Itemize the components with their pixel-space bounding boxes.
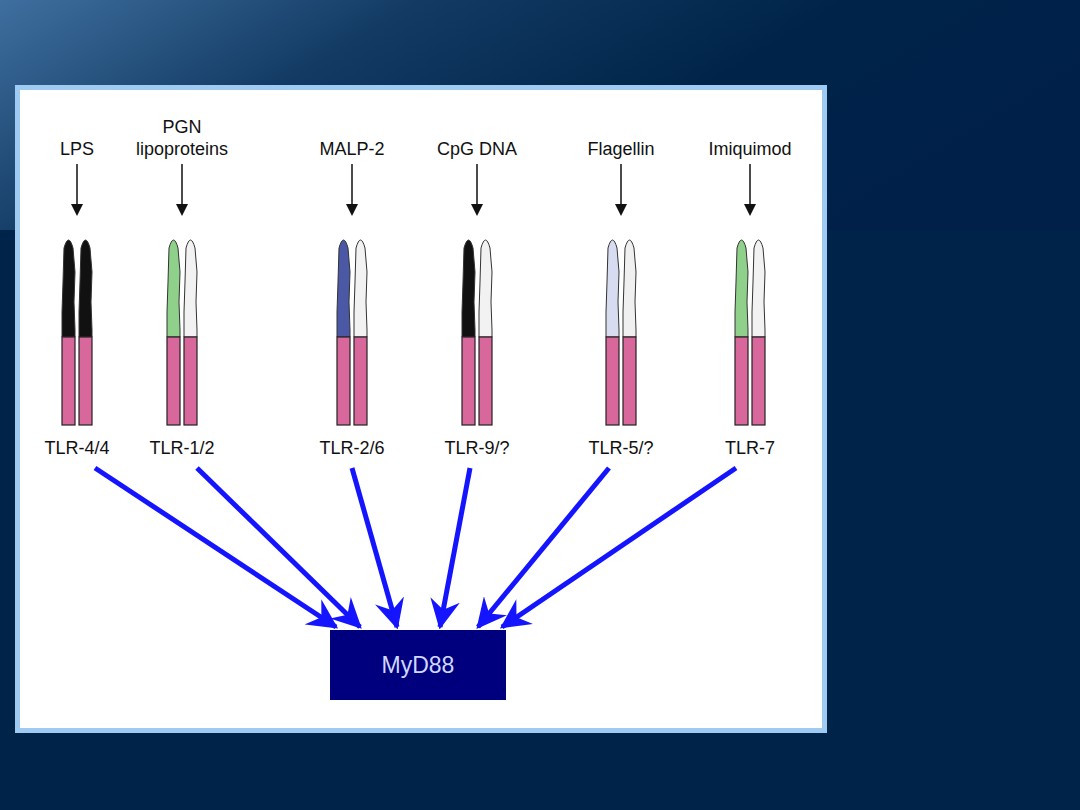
receptor-illustration: [122, 162, 242, 432]
receptor-pair: ImiquimodTLR-7: [690, 100, 810, 462]
ligand-label-box: CpG DNA: [417, 100, 537, 160]
transmembrane-stem: [79, 337, 92, 425]
transmembrane-stem: [752, 337, 765, 425]
receptor-illustration: [561, 162, 681, 432]
receptor-label: TLR-5/?: [588, 438, 653, 458]
receptor-pair: FlagellinTLR-5/?: [561, 100, 681, 462]
ectodomain: [462, 240, 475, 337]
ligand-arrowhead: [615, 204, 627, 216]
receptor-pair: MALP-2TLR-2/6: [292, 100, 412, 462]
ectodomain: [62, 240, 75, 337]
receptor-label-box: TLR-9/?: [407, 437, 547, 459]
ligand-arrow: [749, 164, 751, 206]
figure-panel: [18, 88, 825, 731]
ligand-label: Imiquimod: [708, 138, 791, 160]
ectodomain: [479, 240, 492, 337]
adaptor-box: MyD88: [330, 630, 506, 700]
ectodomain: [337, 240, 350, 337]
ligand-label: Flagellin: [587, 138, 654, 160]
transmembrane-stem: [479, 337, 492, 425]
ligand-arrowhead: [471, 204, 483, 216]
ligand-arrow: [181, 164, 183, 206]
ligand-label-box: LPS: [17, 100, 137, 160]
signal-arrow: [95, 468, 336, 627]
receptor-label: TLR-7: [725, 438, 775, 458]
ectodomain: [752, 240, 765, 337]
ligand-arrow: [476, 164, 478, 206]
ligand-label: MALP-2: [319, 138, 384, 160]
receptor-label: TLR-9/?: [444, 438, 509, 458]
ligand-label: CpG DNA: [437, 138, 517, 160]
signal-arrow: [352, 468, 397, 627]
ligand-arrow: [76, 164, 78, 206]
ligand-arrowhead: [744, 204, 756, 216]
ligand-arrow: [620, 164, 622, 206]
ectodomain: [184, 240, 197, 337]
ligand-label-box: MALP-2: [292, 100, 412, 160]
receptor-label: TLR-1/2: [149, 438, 214, 458]
signal-arrow: [197, 468, 360, 627]
transmembrane-stem: [623, 337, 636, 425]
receptor-label-box: TLR-2/6: [282, 437, 422, 459]
ligand-arrow: [351, 164, 353, 206]
receptor-illustration: [17, 162, 137, 432]
ectodomain: [354, 240, 367, 337]
ligand-label-box: Flagellin: [561, 100, 681, 160]
transmembrane-stem: [606, 337, 619, 425]
ligand-label: LPS: [60, 138, 94, 160]
transmembrane-stem: [462, 337, 475, 425]
receptor-label: TLR-2/6: [319, 438, 384, 458]
adaptor-label: MyD88: [382, 652, 455, 679]
ligand-arrowhead: [346, 204, 358, 216]
receptor-pair: LPS TLR-4/4: [17, 100, 137, 462]
receptor-illustration: [292, 162, 412, 432]
ligand-arrowhead: [71, 204, 83, 216]
ectodomain: [606, 240, 619, 337]
ligand-arrowhead: [176, 204, 188, 216]
transmembrane-stem: [62, 337, 75, 425]
transmembrane-stem: [735, 337, 748, 425]
ligand-label-box: Imiquimod: [690, 100, 810, 160]
ectodomain: [79, 240, 92, 337]
transmembrane-stem: [167, 337, 180, 425]
ligand-label-box: PGN lipoproteins: [122, 100, 242, 160]
ectodomain: [167, 240, 180, 337]
receptor-label-box: TLR-1/2: [112, 437, 252, 459]
receptor-pair: PGN lipoproteinsTLR-1/2: [122, 100, 242, 462]
receptor-label-box: TLR-5/?: [551, 437, 691, 459]
receptor-label: TLR-4/4: [44, 438, 109, 458]
ectodomain: [735, 240, 748, 337]
signal-arrow: [502, 468, 736, 627]
receptor-illustration: [417, 162, 537, 432]
transmembrane-stem: [354, 337, 367, 425]
receptor-label-box: TLR-4/4: [7, 437, 147, 459]
transmembrane-stem: [184, 337, 197, 425]
signal-arrow: [478, 468, 609, 627]
ectodomain: [623, 240, 636, 337]
signal-arrow: [440, 468, 470, 627]
receptor-pair: CpG DNA TLR-9/?: [417, 100, 537, 462]
receptor-illustration: [690, 162, 810, 432]
transmembrane-stem: [337, 337, 350, 425]
receptor-label-box: TLR-7: [680, 437, 820, 459]
ligand-label: PGN lipoproteins: [122, 116, 242, 160]
